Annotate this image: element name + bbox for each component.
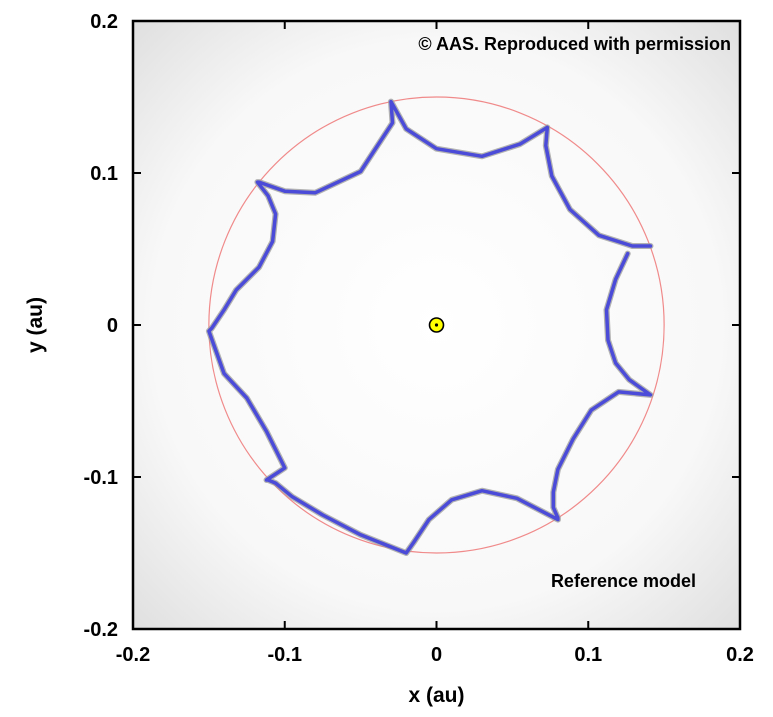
star-center-dot (434, 323, 439, 327)
y-tick-label: 0.2 (90, 11, 118, 33)
x-tick-label: 0.2 (726, 644, 754, 666)
y-tick-label: 0 (107, 315, 118, 337)
reference-circle (208, 96, 665, 554)
plot-area (205, 96, 665, 556)
y-tick-label: -0.2 (84, 619, 118, 641)
x-tick-label: -0.1 (268, 644, 302, 666)
y-tick-label: 0.1 (90, 163, 118, 185)
trajectory-line (207, 99, 653, 555)
x-tick-label: -0.2 (116, 644, 150, 666)
x-tick-label: 0.1 (574, 644, 602, 666)
x-axis-label: x (au) (408, 684, 464, 707)
y-tick-label: -0.1 (84, 467, 118, 489)
y-axis-label: y (au) (24, 297, 47, 353)
x-tick-label: 0 (431, 644, 442, 666)
model-annotation: Reference model (551, 571, 696, 591)
copyright-notice: © AAS. Reproduced with permission (418, 34, 731, 54)
ticks: -0.2 -0.1 0 0.1 0.2 -0.2 -0.1 0 0.1 0.2 (84, 11, 754, 666)
